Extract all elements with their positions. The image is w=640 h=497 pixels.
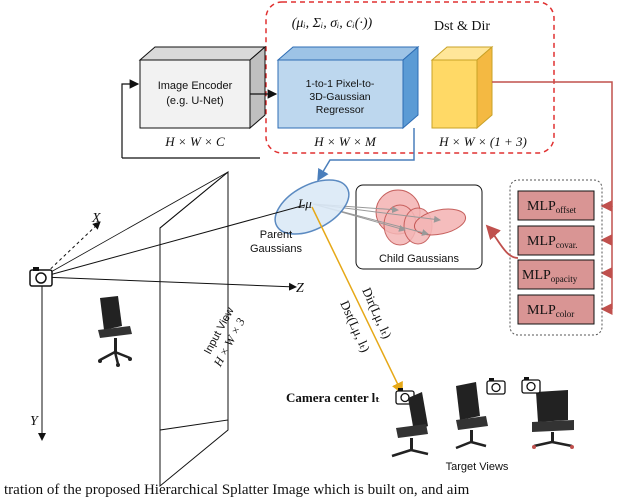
axis-x-label: X [91,211,101,226]
mlp-covar-label: MLPcovar. [527,234,578,250]
mlp-offset-box [517,190,595,221]
mlp-group-box [509,179,603,336]
mlp-color-label: MLPcolor [527,303,574,319]
regressor-params: (μᵢ, Σᵢ, σᵢ, cᵢ(·)) [292,16,373,31]
regressor-cube [276,45,420,130]
child-gaussians-box [355,184,483,270]
regressor-line2: 3D-Gaussian [309,91,370,103]
encoder-subtitle: (e.g. U-Net) [166,95,223,107]
camera-to-encoder-arrow [121,79,140,158]
target-chair-2-icon [455,382,488,450]
axis-z-label: Z [296,281,304,296]
target-views-label: Target Views [446,461,509,473]
parent-mu-label: Lμ [297,196,312,211]
mlp-covar-box [517,225,595,256]
parent-caption-line2: Gaussians [250,243,302,255]
regressor-group-box [265,1,555,154]
axis-y-label: Y [30,414,40,429]
camera-center-label: Camera center lₜ [286,390,380,405]
image-encoder-cube [138,45,267,130]
mlp-offset-label: MLPoffset [527,199,577,215]
caption-fragment: tration of the proposed Hierarchical Spl… [4,482,470,497]
mlp-opacity-box [517,259,595,290]
dst-dir-dimension: H × W × (1 + 3) [438,134,527,149]
ray-to-parent [41,204,306,278]
input-view-plane-lower [159,170,229,431]
x-axis [41,221,101,278]
mlp-opacity-label: MLPopacity [522,268,578,284]
z-axis [41,276,297,291]
input-camera-icon [29,267,53,287]
parent-caption-line1: Parent [260,229,292,241]
child-gaussians-caption: Child Gaussians [379,253,460,265]
target-camera-2-icon [486,378,506,395]
dir-arrow-line [311,206,403,395]
mlp-color-box [517,294,595,325]
encoder-dimension: H × W × C [164,134,225,149]
regressor-dimension: H × W × M [313,134,377,149]
input-chair-icon [98,296,132,367]
dst-dir-label: Dst & Dir [434,19,490,34]
encoder-title: Image Encoder [158,80,233,92]
regressor-to-parent-arrow [317,128,415,182]
regressor-line1: 1-to-1 Pixel-to- [306,78,375,90]
regressor-line3: Regressor [316,104,365,116]
dst-to-mlp-arrow [492,81,613,212]
target-camera-3-icon [521,377,541,394]
mlp-to-child-arrow [485,224,519,259]
dst-dir-cube [430,45,494,130]
ray-top [41,171,229,278]
target-chair-3-icon [532,390,574,449]
target-chair-1-icon [391,392,429,458]
